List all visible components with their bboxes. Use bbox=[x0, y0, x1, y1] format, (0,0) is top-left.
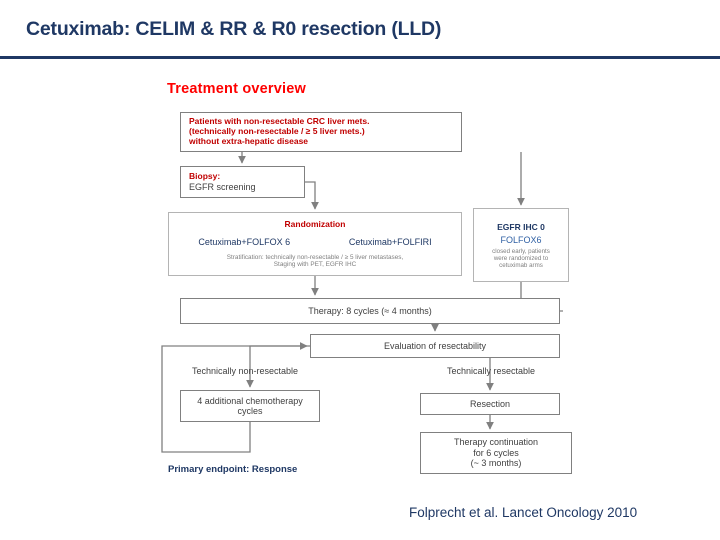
patients-line1: Patients with non-resectable CRC liver m… bbox=[189, 116, 370, 127]
patients-box: Patients with non-resectable CRC liver m… bbox=[180, 112, 462, 152]
randomization-box: Randomization Cetuximab+FOLFOX 6 Cetuxim… bbox=[168, 212, 462, 276]
stratification-line2: Staging with PET, EGFR IHC bbox=[273, 261, 357, 269]
egfr-ihc-note1: closed early, patients bbox=[492, 247, 550, 255]
therapy-label: Therapy: 8 cycles (≈ 4 months) bbox=[308, 305, 432, 316]
stratification-line1: Stratification: technically non-resectab… bbox=[226, 254, 404, 261]
randomization-title: Randomization bbox=[284, 219, 346, 229]
randomization-arm-right: Cetuximab+FOLFIRI bbox=[348, 237, 432, 247]
egfr-ihc-regimen: FOLFOX6 bbox=[500, 234, 542, 245]
therapy-continuation-box: Therapy continuation for 6 cycles (~ 3 m… bbox=[420, 432, 572, 474]
page-title: Cetuximab: CELIM & RR & R0 resection (LL… bbox=[26, 18, 442, 40]
chemo-line2: cycles bbox=[237, 406, 263, 416]
egfr-ihc-title: EGFR IHC 0 bbox=[497, 221, 545, 232]
egfr-ihc-note2: were randomized to bbox=[493, 254, 549, 262]
resection-label: Resection bbox=[469, 398, 511, 409]
evaluation-label: Evaluation of resectability bbox=[383, 340, 487, 351]
continuation-line2: for 6 cycles bbox=[473, 447, 519, 458]
randomization-arm-left: Cetuximab+FOLFOX 6 bbox=[198, 237, 291, 247]
continuation-line3: (~ 3 months) bbox=[470, 458, 522, 469]
treatment-overview-diagram: Treatment overview bbox=[0, 60, 720, 480]
citation: Folprecht et al. Lancet Oncology 2010 bbox=[409, 505, 638, 520]
patients-line3: without extra-hepatic disease bbox=[189, 135, 309, 146]
title-divider bbox=[0, 56, 720, 59]
primary-endpoint-label: Primary endpoint: Response bbox=[168, 464, 298, 475]
egfr-ihc-note3: cetuximab arms bbox=[499, 262, 543, 270]
patients-line2: (technically non-resectable / ≥ 5 liver … bbox=[189, 126, 365, 137]
branch-label-resectable: Technically resectable bbox=[447, 366, 536, 376]
biopsy-line1: Biopsy: bbox=[189, 170, 221, 181]
branch-label-non-resectable: Technically non-resectable bbox=[192, 366, 299, 376]
continuation-line1: Therapy continuation bbox=[453, 437, 539, 448]
additional-chemotherapy-box: 4 additional chemotherapy cycles bbox=[180, 390, 320, 422]
resection-box: Resection bbox=[420, 393, 560, 415]
diagram-heading: Treatment overview bbox=[167, 81, 306, 97]
evaluation-box: Evaluation of resectability bbox=[310, 334, 560, 358]
biopsy-line2: EGFR screening bbox=[189, 181, 256, 192]
biopsy-box: Biopsy: EGFR screening bbox=[180, 166, 305, 198]
chemo-line1: 4 additional chemotherapy bbox=[197, 395, 303, 406]
egfr-ihc-box: EGFR IHC 0 FOLFOX6 closed early, patient… bbox=[473, 208, 569, 282]
therapy-box: Therapy: 8 cycles (≈ 4 months) bbox=[180, 298, 560, 324]
